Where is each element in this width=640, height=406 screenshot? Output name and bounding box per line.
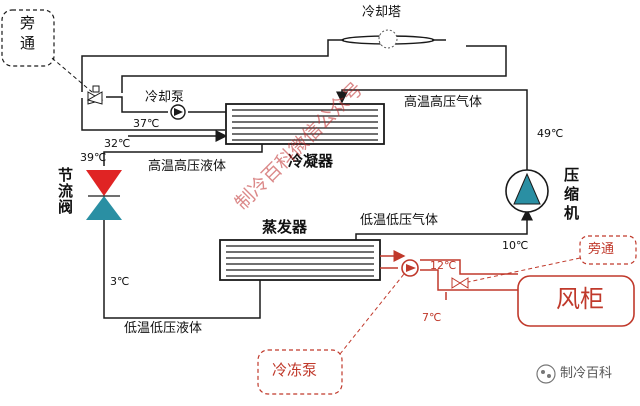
- cooling-tower-label: 冷却塔: [362, 5, 402, 20]
- temp-3-label: 3℃: [110, 275, 130, 288]
- condenser-label: 冷凝器: [288, 152, 334, 170]
- temp-10-label: 10℃: [502, 239, 529, 252]
- chilled-water-pipes: [380, 250, 518, 300]
- chilled-pump-label: 冷冻泵: [272, 361, 318, 379]
- temp-39-label: 39℃: [80, 151, 107, 164]
- hot-gas-label: 高温高压气体: [404, 95, 483, 110]
- cooling-pump-label: 冷却泵: [145, 90, 185, 105]
- evaporator-icon: [219, 239, 381, 281]
- cooling-water-pipes: [81, 39, 507, 142]
- fan-coil-box: [517, 275, 635, 327]
- throttle-valve-icon: [86, 170, 122, 220]
- condenser-icon: [225, 103, 385, 145]
- temp-7-label: 7℃: [422, 311, 442, 324]
- throttle-valve-label: 节 流 阀: [58, 166, 74, 216]
- hot-liquid-label: 高温高压液体: [148, 159, 227, 174]
- cooling-pump-icon: [170, 104, 186, 120]
- chilled-pump-icon: [401, 259, 419, 277]
- bypass-top-label: 旁 通: [20, 14, 36, 52]
- fan-coil-label: 风柜: [556, 285, 604, 313]
- compressor-icon: [505, 169, 549, 213]
- temp-32-label: 32℃: [104, 137, 131, 150]
- brand-text: 制冷百科: [560, 366, 613, 381]
- chilled-pump-callout-line: [339, 273, 405, 355]
- chilled-pump-callout-box: [257, 349, 343, 395]
- bypass-right-callout-line: [467, 257, 581, 283]
- refrigerant-pipes: [103, 89, 533, 319]
- cooling-tower-icon: [341, 29, 435, 49]
- bypass-valve-right: [451, 277, 469, 289]
- bypass-right-label: 旁通: [588, 242, 615, 257]
- bypass-right-callout-box: [579, 235, 637, 265]
- temp-12-label: 12℃: [430, 259, 457, 272]
- low-gas-label: 低温低压气体: [360, 213, 439, 228]
- temp-37-label: 37℃: [133, 117, 160, 130]
- temp-49-label: 49℃: [537, 127, 564, 140]
- bypass-callout-box: [1, 9, 55, 67]
- brand-logo-icon: [536, 364, 556, 384]
- evaporator-label: 蒸发器: [262, 218, 308, 236]
- bypass-callout-line: [51, 57, 93, 93]
- bypass-valve-top: [86, 85, 104, 105]
- low-liquid-label: 低温低压液体: [124, 321, 203, 336]
- compressor-label: 压 缩 机: [564, 166, 580, 222]
